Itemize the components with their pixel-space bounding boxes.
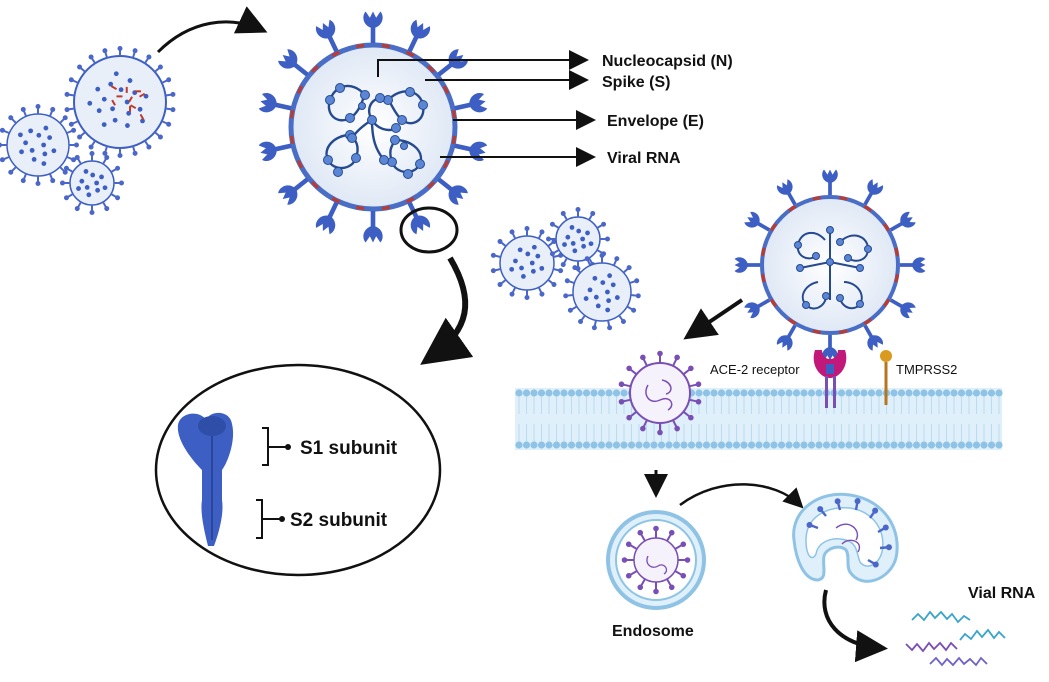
spike-highlight-circle <box>401 208 457 252</box>
arrow-to-membrane <box>690 300 742 335</box>
label-s2-subunit: S2 subunit <box>290 510 388 531</box>
label-ace2-receptor: ACE-2 receptor <box>710 362 800 377</box>
cell-membrane <box>515 388 1003 450</box>
virus-right-2 <box>546 207 610 271</box>
label-endosome: Endosome <box>612 623 694 640</box>
released-rna <box>906 612 1005 665</box>
label-s1-subunit: S1 subunit <box>300 438 398 459</box>
arrow-to-open-endosome <box>680 484 800 505</box>
label-tmprss2: TMPRSS2 <box>896 362 957 377</box>
label-envelope: Envelope (E) <box>607 113 704 130</box>
arrow-to-rna-release <box>824 590 880 648</box>
curved-arrow-top <box>158 22 262 52</box>
virus-right-3 <box>563 253 641 331</box>
virus-small-1 <box>0 104 79 186</box>
virus-cluster-top-left <box>0 46 176 215</box>
virus-medium <box>64 46 176 158</box>
virus-small-2 <box>60 151 124 215</box>
label-vial-rna: Vial RNA <box>968 585 1036 602</box>
open-endosome <box>794 494 898 581</box>
binding-virus <box>735 170 926 361</box>
label-spike: Spike (S) <box>602 74 670 91</box>
label-viral-rna: Viral RNA <box>607 150 681 167</box>
big-virus <box>258 12 488 243</box>
virus-cluster-right <box>490 207 641 331</box>
endosome <box>608 512 704 608</box>
label-nucleocapsid: Nucleocapsid (N) <box>602 53 733 70</box>
spike-detail-panel: S1 subunit S2 subunit <box>156 365 440 575</box>
curved-arrow-to-detail <box>430 258 465 358</box>
virus-right-1 <box>490 226 563 300</box>
